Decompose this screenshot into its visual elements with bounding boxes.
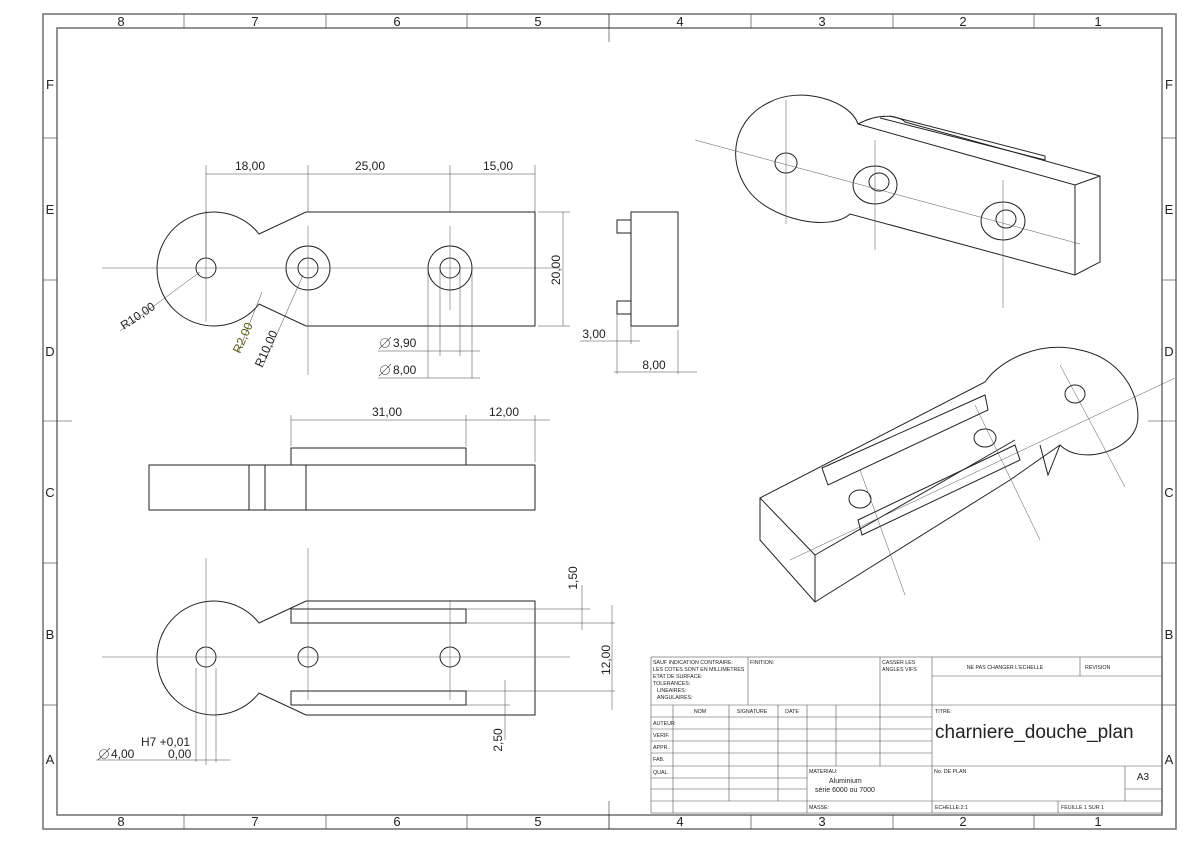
col-signature: SIGNATURE [737, 709, 768, 715]
dim-d4: 4,00 [111, 747, 135, 761]
zone-col-bottom: 5 [534, 814, 541, 829]
side-view: 3,00 8,00 [580, 211, 697, 374]
note-line: ETAT DE SURFACE: [653, 674, 702, 680]
zone-col-bottom: 8 [117, 814, 124, 829]
zone-col-top: 7 [251, 14, 258, 29]
zone-row-right: C [1164, 485, 1173, 500]
dim-r10-right: R10,00 [252, 328, 281, 369]
note-line: LES COTES SONT EN MILLIMETRES [653, 667, 745, 673]
title-label: TITRE: [935, 709, 952, 715]
note-line: TOLERANCES: [653, 681, 690, 687]
tol-upper: H7 +0,01 [141, 735, 190, 749]
zone-row-right: E [1165, 202, 1174, 217]
dim-18: 18,00 [235, 159, 265, 173]
dim-3: 3,00 [582, 327, 606, 341]
material-line2: série 6000 ou 7000 [815, 787, 875, 794]
dim-15: 15,00 [483, 159, 513, 173]
zone-row-right: F [1165, 77, 1173, 92]
role-label: FAB. [653, 757, 664, 763]
edges-label: CASSER LES [882, 660, 916, 666]
iso-view-top [694, 94, 1101, 308]
zone-row-left: D [45, 344, 54, 359]
diameter-icon [378, 363, 392, 377]
drawing-title: charniere_douche_plan [935, 722, 1134, 743]
zone-row-right: A [1165, 752, 1174, 767]
zone-labels: 8 7 6 5 4 3 2 1 8 7 6 5 4 3 2 1 F E D C … [45, 14, 1173, 829]
material-line1: Aluminium [829, 778, 862, 785]
zone-col-bottom: 6 [393, 814, 400, 829]
zone-row-left: E [46, 202, 55, 217]
bottom-view: 1,50 12,00 2,50 H7 +0,01 0,00 4,00 [96, 548, 615, 765]
sheet-label: FEUILLE 1 SUR 1 [1061, 805, 1104, 811]
note-line: LINEAIRES: [657, 688, 686, 694]
zone-col-top: 1 [1094, 14, 1101, 29]
note-line: ANGULAIRES: [657, 695, 693, 701]
zone-row-left: A [46, 752, 55, 767]
zone-row-left: F [46, 77, 54, 92]
edges-label: ANGLES VIFS [882, 667, 917, 673]
zone-row-right: B [1165, 627, 1174, 642]
tol-lower: 0,00 [168, 747, 192, 761]
dim-r10-left: R10,00 [118, 299, 158, 332]
zone-row-left: B [46, 627, 55, 642]
zone-col-top: 3 [818, 14, 825, 29]
top-view: 18,00 25,00 15,00 20,00 R10,00 R2,00 R10… [102, 159, 570, 379]
diameter-icon [378, 336, 392, 350]
dim-8: 8,00 [642, 358, 666, 372]
dim-20: 20,00 [549, 255, 563, 285]
col-date: DATE [785, 709, 799, 715]
revision-label: REVISION [1085, 665, 1110, 671]
dim-d800: 8,00 [393, 363, 417, 377]
scale-notice: NE PAS CHANGER L'ECHELLE [967, 665, 1044, 671]
format-label: A3 [1137, 772, 1150, 783]
dim-12: 12,00 [489, 405, 519, 419]
zone-col-top: 6 [393, 14, 400, 29]
zone-col-top: 2 [959, 14, 966, 29]
front-view: 31,00 12,00 [148, 405, 550, 511]
zone-col-bottom: 4 [676, 814, 683, 829]
dim-d390: 3,90 [393, 336, 417, 350]
zone-col-top: 4 [676, 14, 683, 29]
role-label: VERIF. [653, 733, 669, 739]
zone-col-bottom: 3 [818, 814, 825, 829]
zone-row-left: C [45, 485, 54, 500]
finish-label: FINITION: [750, 660, 774, 666]
note-line: SAUF INDICATION CONTRAIRE: [653, 660, 733, 666]
role-label: AUTEUR [653, 721, 675, 727]
zone-col-top: 8 [117, 14, 124, 29]
material-label: MATERIAU: [809, 769, 837, 775]
zone-col-bottom: 2 [959, 814, 966, 829]
col-name: NOM [694, 709, 706, 715]
dim-25: 25,00 [355, 159, 385, 173]
mass-label: MASSE: [809, 805, 829, 811]
iso-view-bottom [759, 346, 1176, 603]
scale-label: ECHELLE:2:1 [935, 805, 968, 811]
dim-1200: 12,00 [599, 645, 613, 675]
dim-150: 1,50 [566, 566, 580, 590]
zone-row-right: D [1164, 344, 1173, 359]
zone-col-bottom: 1 [1094, 814, 1101, 829]
dim-250: 2,50 [491, 728, 505, 752]
dim-31: 31,00 [372, 405, 402, 419]
diameter-icon [97, 747, 111, 761]
drawing-no-label: No. DE PLAN [934, 769, 967, 775]
role-label: QUAL. [653, 770, 669, 776]
title-block: SAUF INDICATION CONTRAIRE: LES COTES SON… [650, 656, 1163, 814]
zone-col-bottom: 7 [251, 814, 258, 829]
dim-r2: R2,00 [230, 320, 256, 355]
zone-col-top: 5 [534, 14, 541, 29]
sheet-frame [42, 13, 1177, 830]
role-label: APPR. [653, 745, 669, 751]
